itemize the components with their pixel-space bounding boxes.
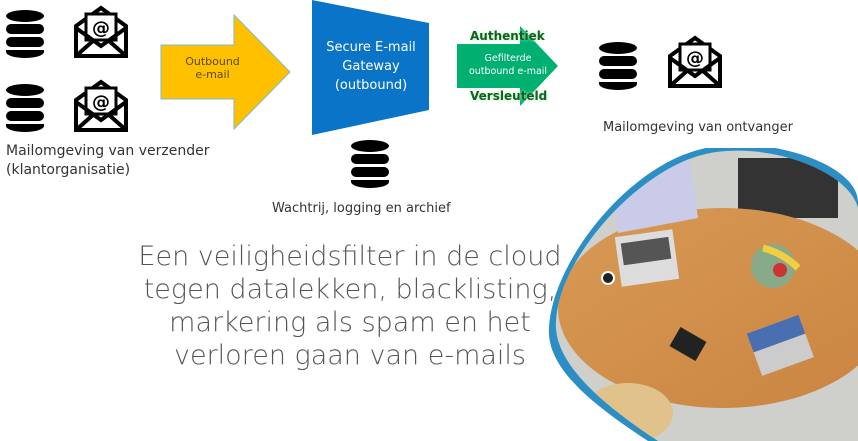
gateway-label: Secure E-mail Gateway (outbound)	[312, 38, 430, 95]
database-icon	[5, 82, 45, 134]
gateway-line2: Gateway	[342, 59, 400, 74]
database-icon	[5, 8, 45, 60]
outbound-line1: Outbound	[185, 55, 240, 68]
sender-label: Mailomgeving van verzender (klantorganis…	[6, 143, 209, 178]
outbound-line2: e-mail	[195, 68, 230, 81]
gateway-shape	[312, 0, 429, 135]
database-icon	[350, 138, 390, 190]
filtered-arrow-label: Gefilterde outbound e-mail	[460, 52, 556, 78]
headline-line: Een veiligheidsfilter in de cloud	[138, 241, 562, 272]
queue-label: Wachtrij, logging en archief	[272, 201, 451, 216]
email-envelope-icon	[72, 78, 130, 134]
filtered-arrow	[457, 26, 558, 106]
database-icon	[598, 40, 638, 92]
filtered-line1: Gefilterde	[484, 53, 532, 64]
outbound-arrow	[160, 14, 291, 130]
headline-line: verloren gaan van e-mails	[173, 340, 526, 371]
headline-line: markering als spam en het	[169, 307, 531, 338]
email-envelope-icon	[666, 34, 724, 90]
gateway-line1: Secure E-mail	[326, 40, 416, 55]
gateway-line3: (outbound)	[334, 78, 408, 93]
sender-label-line2: (klantorganisatie)	[6, 162, 131, 178]
meeting-photo	[548, 148, 858, 441]
headline: Een veiligheidsfilter in de cloud tegen …	[130, 240, 570, 372]
email-envelope-icon	[72, 4, 130, 60]
headline-line: tegen datalekken, blacklisting,	[143, 274, 557, 305]
receiver-label: Mailomgeving van ontvanger	[603, 120, 794, 135]
filtered-line2: outbound e-mail	[468, 66, 548, 77]
versleuteld-label: Versleuteld	[470, 89, 548, 103]
sender-label-line1: Mailomgeving van verzender	[6, 143, 210, 159]
authentiek-label: Authentiek	[470, 29, 545, 43]
outbound-arrow-label: Outbound e-mail	[165, 55, 260, 81]
